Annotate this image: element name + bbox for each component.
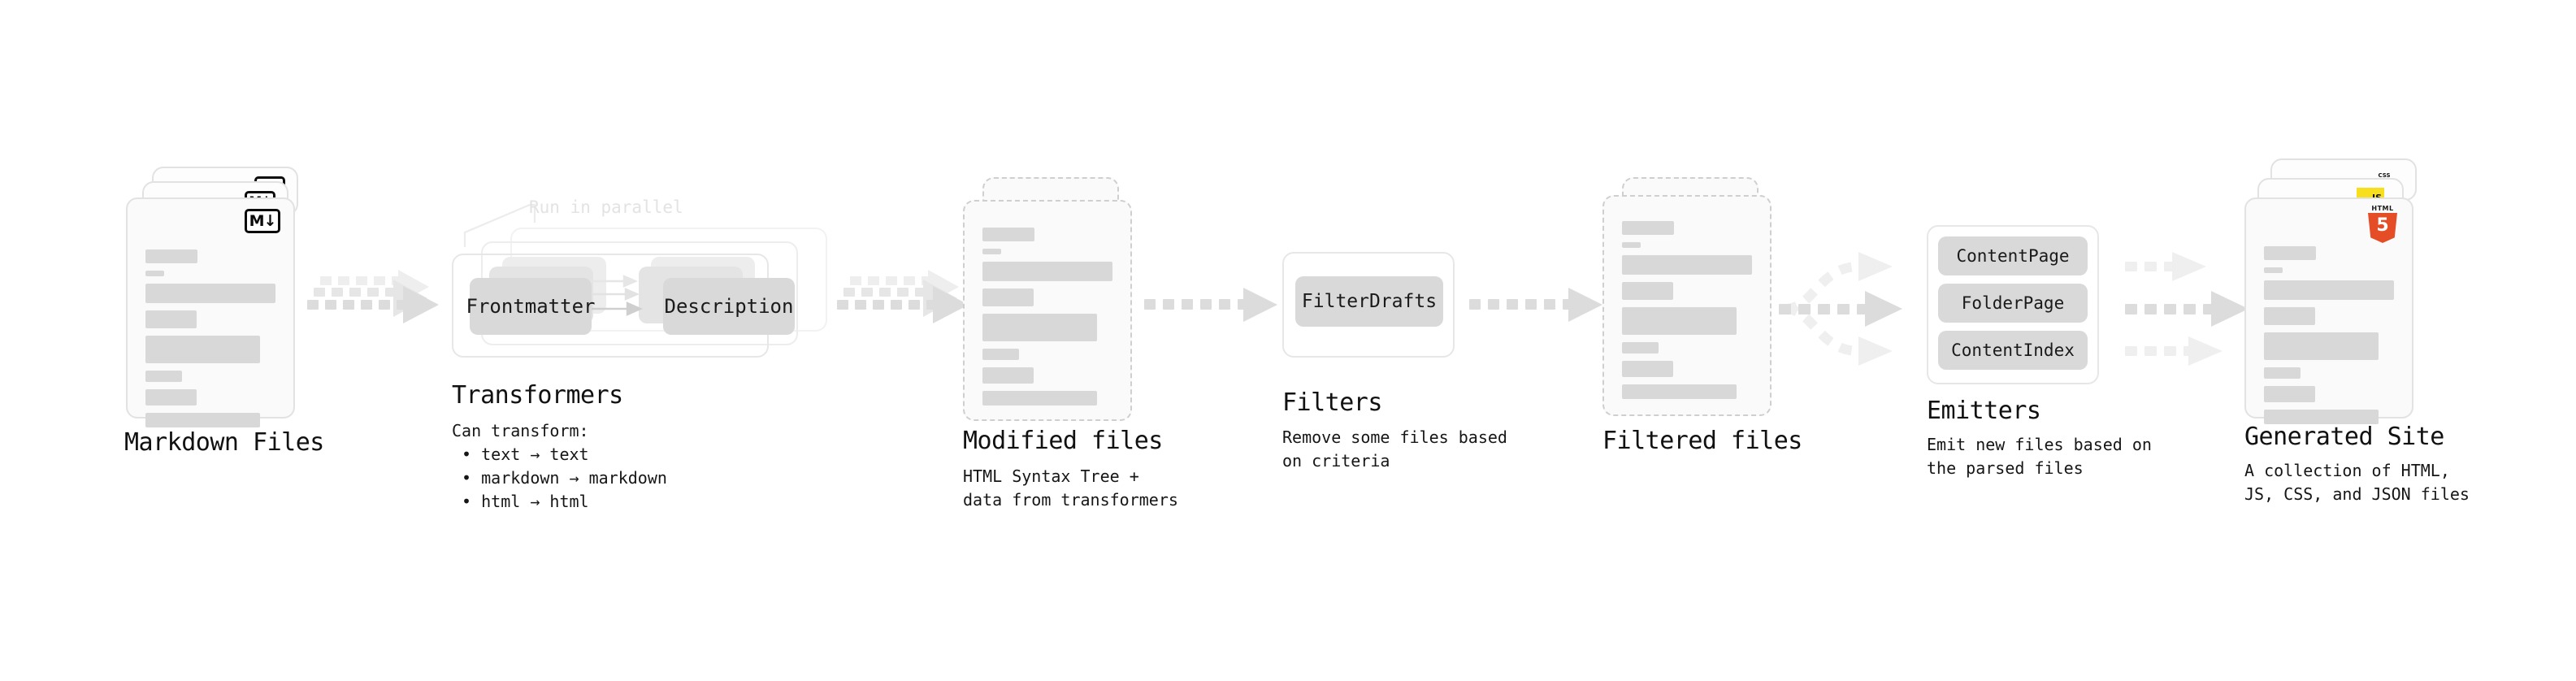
generated-card-front: HTML 5 <box>2244 197 2413 424</box>
stage-title-transformers: Transformers <box>452 381 623 410</box>
css-icon-label: CSS <box>2378 172 2391 179</box>
doc-line <box>145 413 260 427</box>
stage-filtered-files <box>1602 177 1777 416</box>
stage-title-filtered-files: Filtered files <box>1602 427 1802 455</box>
doc-line <box>1622 361 1673 377</box>
stage-title-generated-site: Generated Site <box>2244 423 2444 451</box>
stage-sub-generated-site: A collection of HTML, JS, CSS, and JSON … <box>2244 461 2470 504</box>
stage-sub-emitters: Emit new files based on the parsed files <box>1927 435 2152 478</box>
filter-chip-filterdrafts[interactable]: FilterDrafts <box>1295 276 1443 327</box>
doc-line <box>145 284 275 303</box>
stage-generated-site: CSS JS HTML 5 <box>2244 158 2423 424</box>
emitter-chip-contentpage[interactable]: ContentPage <box>1938 236 2088 275</box>
doc-line <box>982 228 1034 241</box>
transformer-chip-description[interactable]: Description <box>663 278 795 335</box>
run-in-parallel-label: Run in parallel <box>529 197 683 217</box>
html5-icon: HTML 5 <box>2366 206 2399 243</box>
doc-line <box>982 391 1097 406</box>
doc-line <box>982 262 1112 281</box>
doc-line <box>2264 367 2301 379</box>
stage-sub-modified-files: HTML Syntax Tree + data from transformer… <box>963 466 1178 510</box>
doc-line <box>2264 267 2283 273</box>
doc-line <box>1622 221 1674 235</box>
connector-filtered-to-emitters <box>1779 252 1902 366</box>
doc-line <box>2264 386 2315 402</box>
doc-line <box>2264 280 2394 300</box>
doc-line <box>1622 255 1752 275</box>
doc-line <box>145 389 197 406</box>
generated-content-lines <box>2264 246 2394 424</box>
doc-line <box>145 249 197 263</box>
connector-md-to-transformers <box>307 270 439 323</box>
filters-group-box <box>1282 252 1455 358</box>
doc-line <box>2264 246 2316 260</box>
emitter-chip-folderpage[interactable]: FolderPage <box>1938 284 2088 323</box>
doc-line <box>2264 332 2379 360</box>
markdown-content-lines <box>145 249 275 427</box>
generated-card-stack: CSS JS HTML 5 <box>2244 158 2423 424</box>
doc-line <box>982 249 1001 254</box>
connector-filters-to-filtered <box>1469 288 1602 322</box>
doc-line <box>145 336 260 363</box>
doc-line <box>145 371 182 382</box>
modified-card-front <box>963 200 1132 421</box>
filtered-card-front <box>1602 195 1772 416</box>
doc-line <box>2264 410 2379 424</box>
filtered-card-stack <box>1602 177 1777 416</box>
markdown-card-front: M↓ <box>126 197 295 427</box>
run-in-parallel-bracket <box>463 203 536 247</box>
stage-sub-transformers: Can transform: • text → text • markdown … <box>452 421 667 511</box>
stage-title-modified-files: Modified files <box>963 427 1163 455</box>
stage-title-filters: Filters <box>1282 388 1382 417</box>
doc-line <box>145 271 164 276</box>
doc-line <box>145 310 197 328</box>
connector-emitters-to-site <box>2125 252 2249 366</box>
doc-line <box>982 314 1097 341</box>
doc-line <box>982 349 1019 360</box>
markdown-icon: M↓ <box>245 209 280 233</box>
filtered-content-lines <box>1622 221 1752 399</box>
connector-modified-to-filters <box>1144 288 1277 322</box>
modified-content-lines <box>982 228 1112 406</box>
stage-markdown-files: M↓ M↓ M↓ <box>126 167 301 427</box>
html5-icon-tag: HTML <box>2371 205 2394 212</box>
stage-title-emitters: Emitters <box>1927 397 2041 425</box>
transformer-chip-frontmatter[interactable]: Frontmatter <box>466 278 595 335</box>
connector-transformers-to-modified <box>837 270 969 323</box>
stage-modified-files <box>963 177 1138 421</box>
doc-line <box>1622 307 1737 335</box>
stage-sub-filters: Remove some files based on criteria <box>1282 427 1507 471</box>
transformer-inner-arrows <box>585 275 643 316</box>
emitters-group-box <box>1927 225 2099 384</box>
doc-line <box>1622 384 1737 399</box>
doc-line <box>982 367 1034 384</box>
html5-icon-shield: 5 <box>2368 213 2397 243</box>
stage-title-markdown-files: Markdown Files <box>124 428 324 457</box>
doc-line <box>982 288 1034 306</box>
modified-card-stack <box>963 177 1138 421</box>
doc-line <box>1622 282 1673 300</box>
doc-line <box>1622 342 1659 354</box>
doc-line <box>2264 307 2315 325</box>
emitter-chip-contentindex[interactable]: ContentIndex <box>1938 331 2088 370</box>
markdown-card-stack: M↓ M↓ M↓ <box>126 167 301 427</box>
doc-line <box>1622 242 1641 248</box>
